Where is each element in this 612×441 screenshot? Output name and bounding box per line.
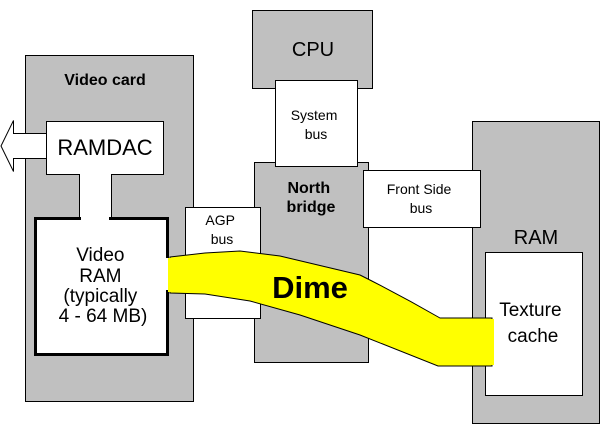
ramdac-label: RAMDAC xyxy=(57,135,152,160)
video-ram-block xyxy=(34,217,169,356)
ram-label: RAM xyxy=(514,227,558,249)
north-bridge-label: North bridge xyxy=(287,180,336,216)
texture-cache-block xyxy=(485,252,583,396)
output-arrow-icon xyxy=(0,120,46,172)
dime-path xyxy=(169,250,493,367)
video-ram-label: Video RAM (typically 4 - 64 MB) xyxy=(59,245,148,327)
front-side-bus xyxy=(363,170,481,228)
cpu-label: CPU xyxy=(292,39,334,61)
video-card-title: Video card xyxy=(64,72,146,89)
ramdac-block xyxy=(46,121,164,175)
system-bus-label: System bus xyxy=(291,107,342,142)
agp-bus-label: AGP bus xyxy=(205,212,238,247)
system-bus xyxy=(275,80,358,167)
dime-label: Dime xyxy=(272,270,348,305)
texture-cache-label: Texture cache xyxy=(499,300,567,347)
front-side-bus-label: Front Side bus xyxy=(387,181,455,216)
